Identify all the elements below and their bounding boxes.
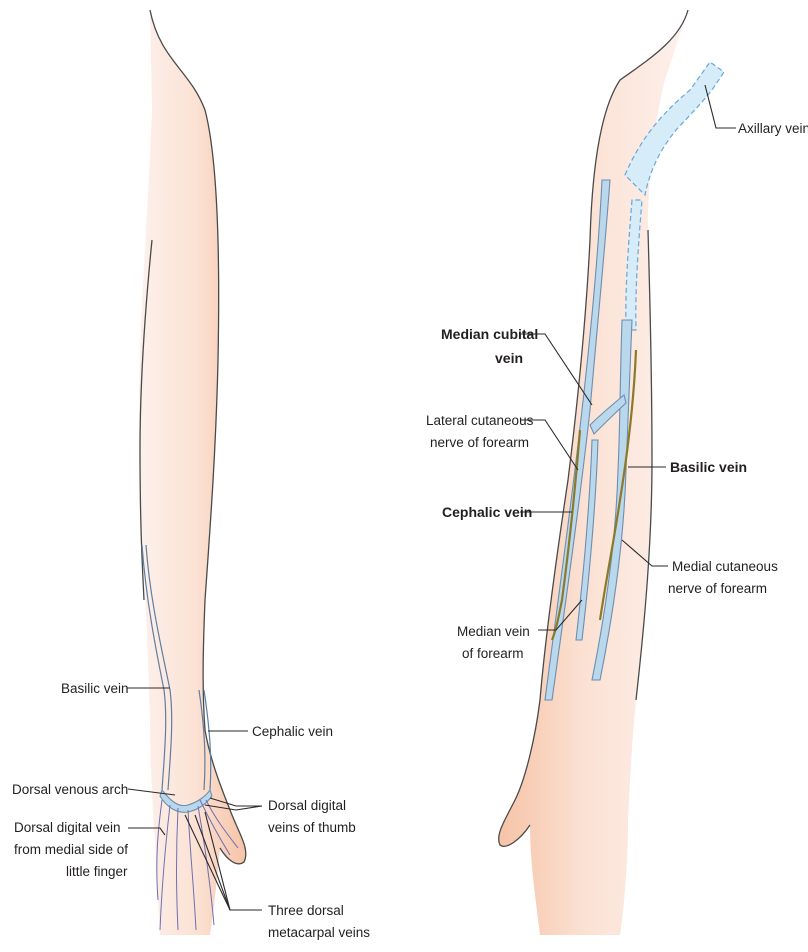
label-cephalic-vein-left: Cephalic vein (252, 724, 333, 739)
label-basilic-vein-right: Basilic vein (670, 459, 747, 475)
label-lateral-cutaneous-2: nerve of forearm (430, 435, 529, 450)
label-dorsal-digital-medial-2: from medial side of (14, 842, 128, 857)
label-three-dorsal-1: Three dorsal (268, 903, 344, 918)
label-median-cubital-1: Median cubital (441, 326, 538, 342)
label-medial-cutaneous-1: Medial cutaneous (672, 559, 778, 574)
label-dorsal-digital-medial-1: Dorsal digital vein (14, 820, 121, 835)
label-dorsal-digital-thumb-2: veins of thumb (268, 820, 356, 835)
label-median-vein-forearm-2: of forearm (462, 646, 524, 661)
label-three-dorsal-2: metacarpal veins (268, 925, 370, 940)
label-lateral-cutaneous-1: Lateral cutaneous (426, 413, 534, 428)
label-dorsal-digital-thumb-1: Dorsal digital (268, 798, 346, 813)
label-medial-cutaneous-2: nerve of forearm (668, 581, 767, 596)
label-cephalic-vein-right: Cephalic vein (442, 504, 532, 520)
left-arm-skin (139, 10, 246, 935)
label-dorsal-digital-medial-3: little finger (66, 864, 128, 879)
label-dorsal-venous-arch: Dorsal venous arch (12, 782, 128, 797)
label-basilic-vein-left: Basilic vein (61, 681, 129, 696)
label-median-cubital-2: vein (495, 350, 523, 366)
label-axillary-vein: Axillary vein (738, 121, 808, 136)
left-arm (139, 10, 246, 935)
label-median-vein-forearm-1: Median vein (457, 624, 530, 639)
